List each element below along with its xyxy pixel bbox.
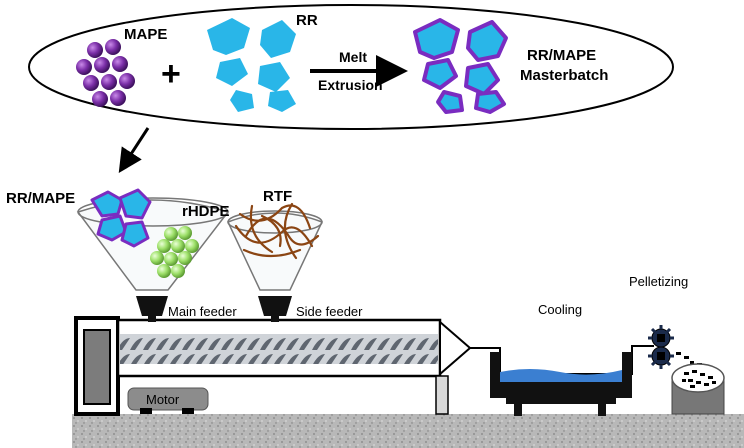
masterbatch-label-line1: RR/MAPE bbox=[527, 47, 596, 64]
cutter-icon bbox=[648, 325, 674, 369]
masterbatch-process: MAPE + RR Melt Extrusion RR/MAPE Masterb… bbox=[28, 4, 674, 130]
side-hopper-label: RTF bbox=[263, 188, 292, 205]
motor-label: Motor bbox=[146, 392, 180, 407]
masterbatch-flakes-icon bbox=[413, 18, 508, 114]
cooling-water bbox=[500, 369, 622, 382]
barrel-support bbox=[435, 375, 449, 415]
drive-panel bbox=[83, 329, 111, 405]
extruder: Motor Main feeder Side feeder bbox=[6, 188, 472, 416]
side-feeder-throat bbox=[258, 296, 292, 316]
motor bbox=[127, 387, 209, 411]
pelletizer: Pelletizing bbox=[629, 274, 725, 415]
mape-label: MAPE bbox=[124, 26, 167, 43]
side-feeder-label: Side feeder bbox=[296, 304, 363, 319]
process-ellipse bbox=[28, 4, 674, 130]
cooling-tank bbox=[490, 352, 632, 398]
feed-down-arrow bbox=[118, 127, 150, 174]
ground bbox=[72, 414, 744, 448]
main-hopper-label-right: rHDPE bbox=[182, 203, 230, 220]
masterbatch-in-hopper-icon bbox=[90, 188, 152, 248]
rr-flakes-icon bbox=[207, 18, 296, 112]
arrow-label-extrusion: Extrusion bbox=[318, 77, 383, 93]
main-feeder-label: Main feeder bbox=[168, 304, 237, 319]
rhdpe-pellets-icon bbox=[150, 226, 199, 278]
plus-symbol: + bbox=[161, 55, 181, 93]
cooling-label: Cooling bbox=[538, 302, 582, 317]
screw bbox=[120, 334, 438, 364]
extruder-die bbox=[439, 319, 472, 377]
main-hopper-label-left: RR/MAPE bbox=[6, 190, 75, 207]
cooling-bath: Cooling bbox=[470, 302, 654, 416]
pelletizing-label: Pelletizing bbox=[629, 274, 688, 289]
masterbatch-label-line2: Masterbatch bbox=[520, 67, 608, 84]
rtf-fibers-icon bbox=[234, 202, 320, 260]
arrow-label-melt: Melt bbox=[339, 49, 367, 65]
main-feeder-throat bbox=[136, 296, 168, 316]
mape-pellets-icon bbox=[76, 39, 135, 107]
pellet-bin bbox=[671, 363, 725, 415]
rr-label: RR bbox=[296, 12, 318, 29]
motor-base bbox=[140, 408, 152, 414]
